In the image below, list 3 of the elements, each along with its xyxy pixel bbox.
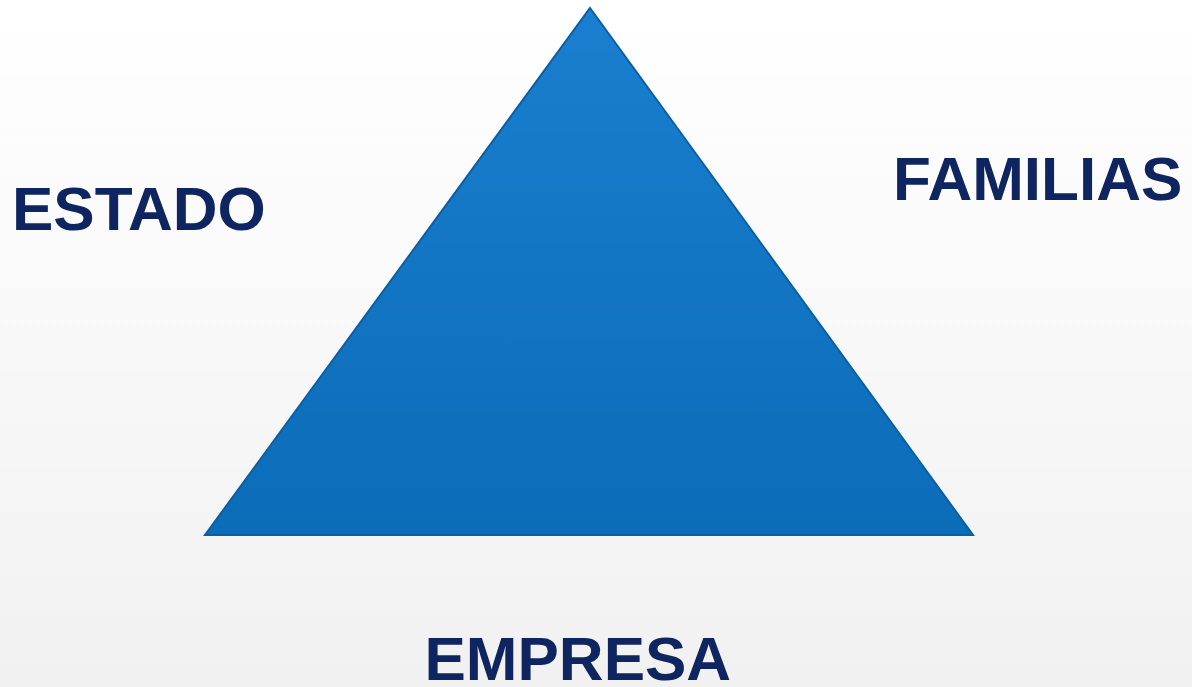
label-text: ESTADO bbox=[12, 178, 266, 240]
label-text: EMPRESA bbox=[424, 628, 732, 687]
label-text: FAMILIAS bbox=[893, 148, 1183, 210]
